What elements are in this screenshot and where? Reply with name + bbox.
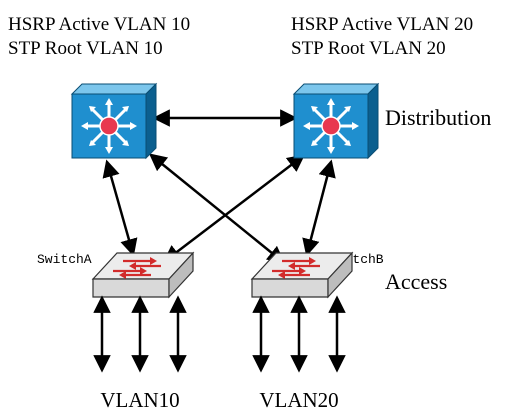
left-dist-label-line1: HSRP Active VLAN 10: [8, 14, 190, 35]
multilayer-switch-icon: [292, 82, 380, 160]
link-dist-right-to-switchb: [302, 159, 336, 257]
link-dist-right-to-switcha: [162, 154, 306, 263]
link-dist-left-to-switcha: [102, 159, 138, 257]
vlan10-label: VLAN10: [100, 388, 179, 412]
multilayer-switch-icon: [70, 82, 158, 160]
link-dist-left-to-switchb: [148, 153, 286, 264]
left-dist-label-line2: STP Root VLAN 10: [8, 38, 163, 59]
switch-a-label: SwitchA: [37, 252, 92, 267]
host-links: [93, 295, 346, 373]
links: [102, 109, 336, 264]
workgroup-switch-icon: [91, 251, 195, 299]
right-dist-label-line1: HSRP Active VLAN 20: [291, 14, 473, 35]
right-dist-label-line2: STP Root VLAN 20: [291, 38, 446, 59]
vlan20-label: VLAN20: [259, 388, 338, 412]
workgroup-switch-icon: [250, 251, 354, 299]
distribution-layer-label: Distribution: [385, 105, 491, 130]
access-layer-label: Access: [385, 269, 447, 294]
